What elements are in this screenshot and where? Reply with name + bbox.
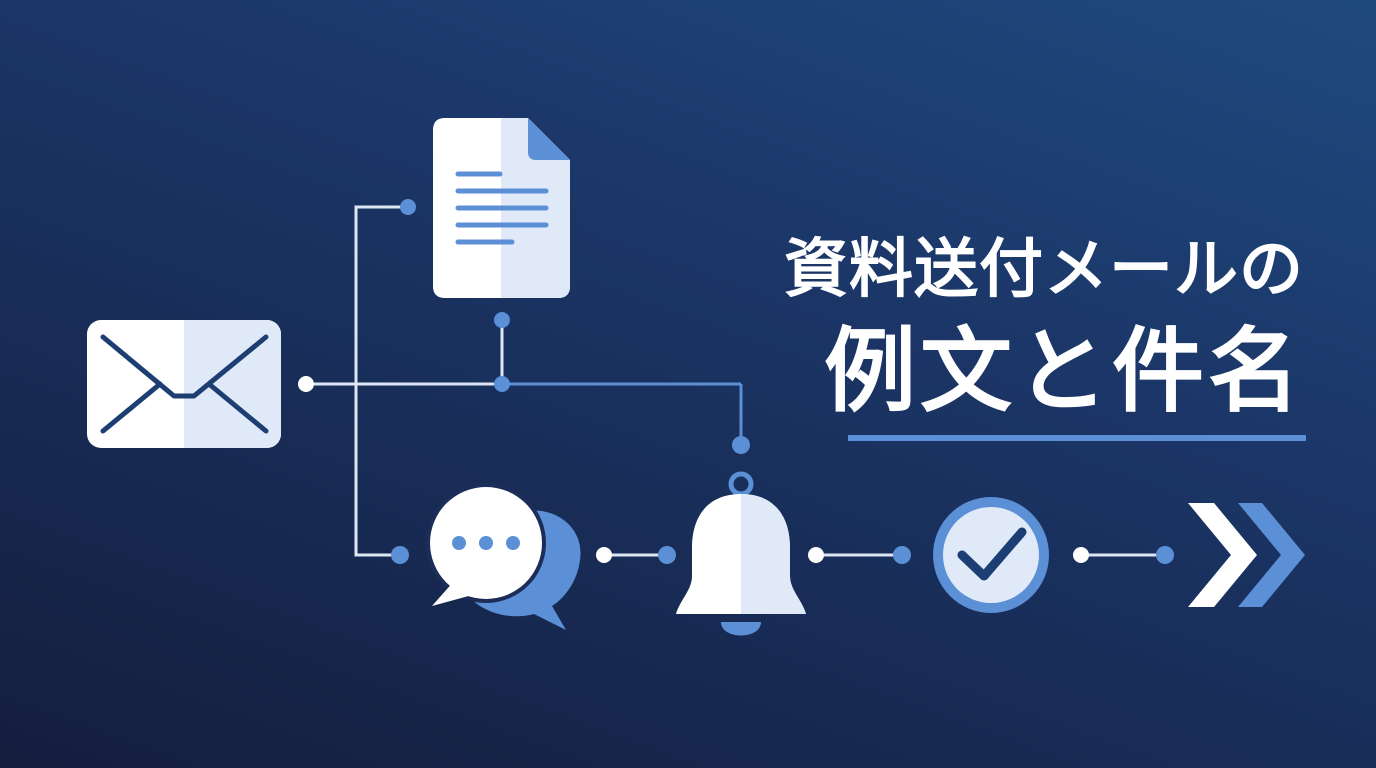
connector-lines — [306, 205, 1165, 557]
node-doc-bottom — [494, 312, 510, 328]
check-circle-icon — [933, 497, 1049, 613]
node-bell-out — [808, 547, 824, 563]
node-chat-out — [596, 547, 612, 563]
chat-bubbles-icon — [426, 483, 581, 630]
envelope-icon — [87, 320, 281, 448]
connector-trunk-to-chat — [354, 384, 400, 557]
node-bell-top — [732, 436, 750, 454]
node-check-in — [893, 546, 911, 564]
title-line-2: 例文と件名 — [823, 318, 1304, 425]
node-doc-left — [400, 199, 416, 215]
node-envelope-out — [298, 376, 314, 392]
node-chat-in — [391, 546, 409, 564]
connector-nodes — [298, 199, 1174, 564]
document-icon — [433, 118, 570, 298]
title-underline — [848, 435, 1306, 441]
node-bell-in — [658, 546, 676, 564]
double-chevron-right-icon — [1188, 503, 1305, 607]
node-check-out — [1073, 547, 1089, 563]
node-main-junction — [494, 376, 510, 392]
connector-trunk-to-doc — [354, 205, 408, 384]
bell-icon — [676, 471, 806, 636]
node-arrows-in — [1156, 546, 1174, 564]
title-line-1: 資料送付メールの — [784, 233, 1304, 307]
